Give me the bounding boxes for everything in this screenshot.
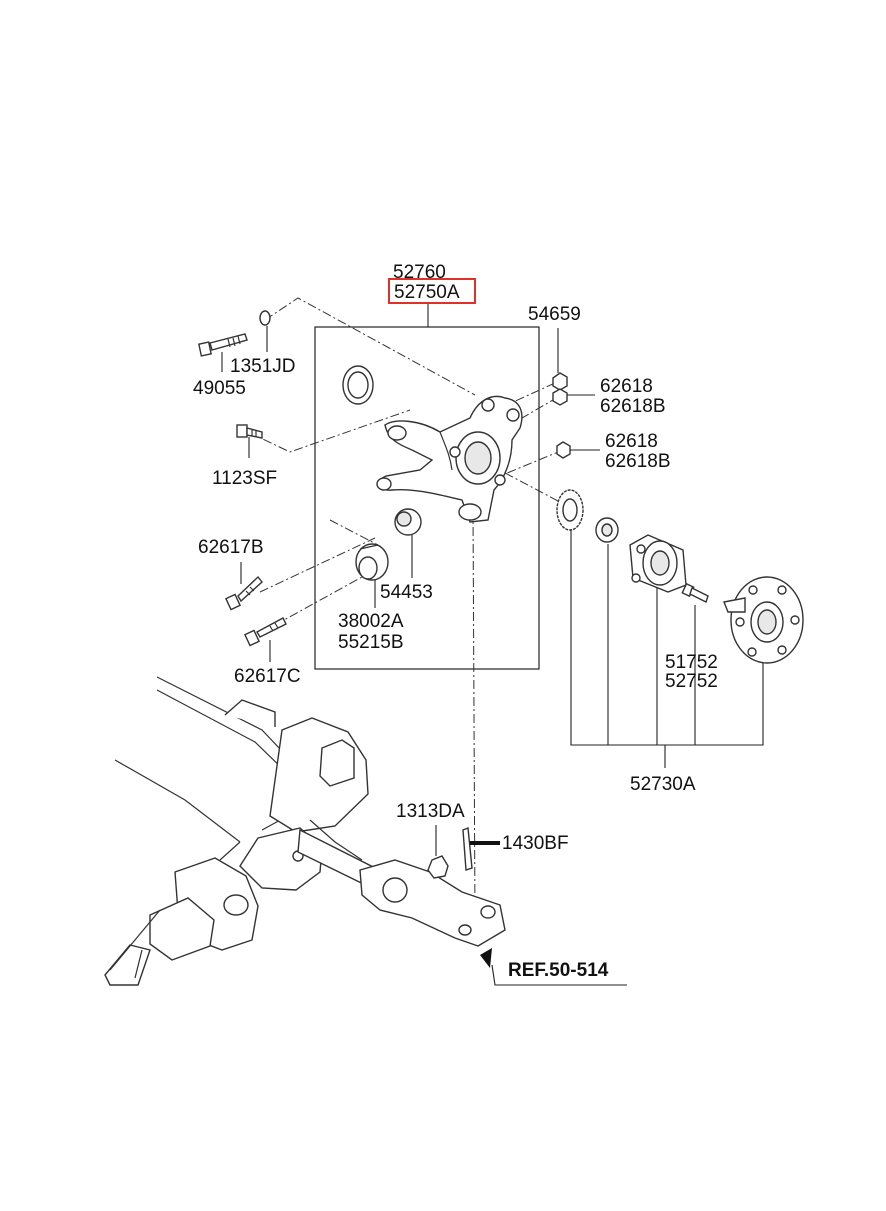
- bolt-62617B[interactable]: [225, 575, 263, 611]
- hub-bolt-part[interactable]: [681, 582, 709, 603]
- bolt-1123SF[interactable]: [236, 424, 263, 439]
- label-38002A[interactable]: 38002A: [338, 611, 404, 632]
- label-62617C[interactable]: 62617C: [234, 666, 301, 687]
- knuckle-part[interactable]: [376, 395, 523, 523]
- label-55215B[interactable]: 55215B: [338, 632, 404, 653]
- highlight-52750A: [388, 278, 476, 304]
- wheel-hub-part[interactable]: [723, 576, 804, 664]
- washer-1351JD[interactable]: [259, 310, 271, 326]
- label-52752[interactable]: 52752: [665, 671, 718, 692]
- spacer-part[interactable]: [595, 517, 619, 543]
- label-52750A[interactable]: 52750A: [394, 282, 460, 303]
- dust-seal-part[interactable]: [342, 365, 374, 405]
- label-54453[interactable]: 54453: [380, 582, 433, 603]
- label-1123SF[interactable]: 1123SF: [212, 468, 277, 489]
- label-1430BF[interactable]: 1430BF: [502, 833, 569, 854]
- bearing-hub-part[interactable]: [629, 534, 687, 593]
- subframe-reference: [104, 676, 506, 986]
- nut-62618-upper[interactable]: [552, 388, 568, 406]
- bolt-49055[interactable]: [198, 333, 248, 357]
- label-52760[interactable]: 52760: [393, 262, 446, 283]
- label-54659[interactable]: 54659: [528, 304, 581, 325]
- knuckle-group-box: [314, 326, 540, 670]
- label-52730A[interactable]: 52730A: [630, 774, 696, 795]
- label-1351JD[interactable]: 1351JD: [230, 356, 296, 377]
- label-49055[interactable]: 49055: [193, 378, 246, 399]
- nut-62618-lower[interactable]: [556, 441, 571, 459]
- label-62618B-2[interactable]: 62618B: [605, 451, 671, 472]
- label-51752[interactable]: 51752: [665, 652, 718, 673]
- bush-54453-part[interactable]: [394, 508, 422, 536]
- label-1313DA[interactable]: 1313DA: [396, 801, 465, 822]
- nut-54659[interactable]: [552, 372, 568, 391]
- label-62618-2[interactable]: 62618: [605, 431, 658, 452]
- label-62618B-1[interactable]: 62618B: [600, 396, 666, 417]
- label-62617B[interactable]: 62617B: [198, 537, 264, 558]
- bushing-38002A-part[interactable]: [355, 543, 389, 581]
- tone-wheel-part[interactable]: [556, 489, 584, 531]
- bolt-62617C[interactable]: [244, 617, 287, 647]
- label-62618-1[interactable]: 62618: [600, 376, 653, 397]
- label-ref-50-514[interactable]: REF.50-514: [508, 960, 609, 981]
